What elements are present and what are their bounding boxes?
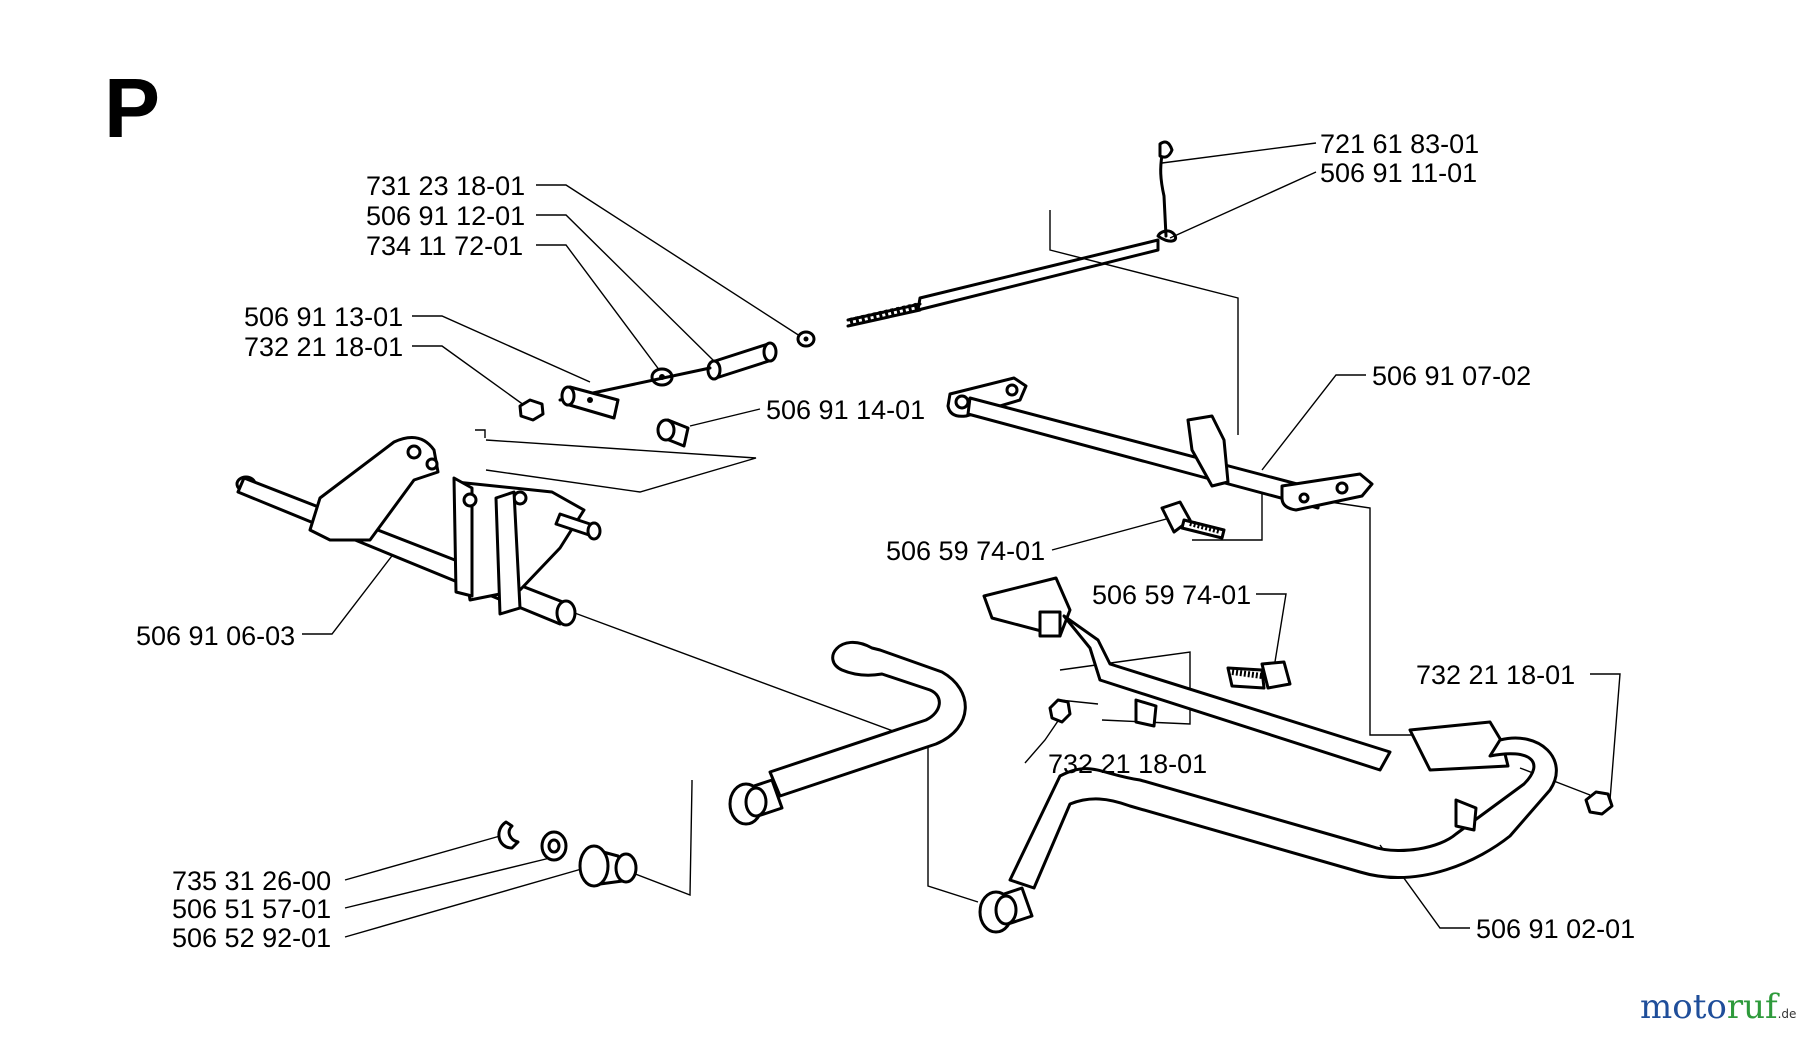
hardware-parts <box>497 660 1614 888</box>
leader-lines <box>302 142 1621 938</box>
part-number-label: 506 91 07-02 <box>1372 361 1532 391</box>
axle-frame <box>728 576 1558 934</box>
part-number-label: 506 52 92-01 <box>172 923 332 953</box>
part-number-label: 506 51 57-01 <box>172 894 332 924</box>
watermark-suffix: .de <box>1777 1007 1797 1021</box>
part-number-label: 506 91 12-01 <box>366 201 526 231</box>
part-number-label: 506 91 02-01 <box>1476 914 1636 944</box>
watermark-logo: motoruf.de <box>1640 990 1796 1024</box>
part-number-label: 506 91 11-01 <box>1320 158 1478 188</box>
part-number-label: 506 91 14-01 <box>766 395 926 425</box>
part-number-label: 721 61 83-01 <box>1320 129 1480 159</box>
part-number-label: 506 91 13-01 <box>244 302 404 332</box>
watermark-main: moto <box>1640 987 1727 1027</box>
part-number-label: 506 59 74-01 <box>1092 580 1252 610</box>
part-number-label: 735 31 26-00 <box>172 866 332 896</box>
watermark-accent: ruf <box>1726 987 1778 1027</box>
part-number-label: 734 11 72-01 <box>366 231 524 261</box>
part-number-label: 506 91 06-03 <box>136 621 296 651</box>
rear-pivot-shaft <box>946 376 1374 540</box>
section-letter: P <box>104 61 161 155</box>
part-number-label: 732 21 18-01 <box>244 332 404 362</box>
part-number-label: 506 59 74-01 <box>886 536 1046 566</box>
front-pivot-shaft <box>235 436 602 627</box>
part-number-label: 731 23 18-01 <box>366 171 526 201</box>
part-number-label: 732 21 18-01 <box>1048 749 1208 779</box>
part-number-label: 732 21 18-01 <box>1416 660 1576 690</box>
control-rod-assembly <box>518 140 1177 448</box>
